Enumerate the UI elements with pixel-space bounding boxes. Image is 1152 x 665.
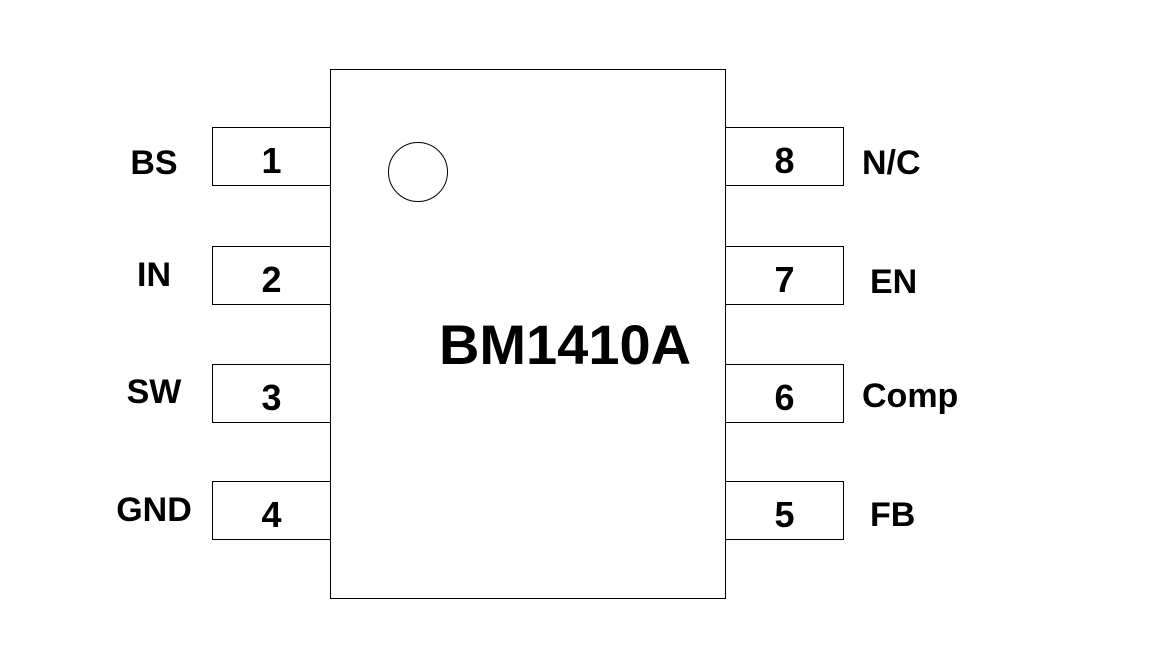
pin-7-label: EN (870, 263, 918, 301)
pin1-indicator-circle (388, 142, 448, 202)
pin-4-label: GND (116, 491, 192, 529)
pin-5-label: FB (870, 496, 916, 534)
pin-3: 3 (212, 364, 330, 423)
chip-name: BM1410A (438, 313, 692, 376)
pin-1-label: BS (130, 144, 178, 182)
pin-2-label: IN (137, 256, 171, 294)
pin-6-label: Comp (862, 377, 959, 415)
pin-5: 5 (726, 481, 844, 540)
pin-4: 4 (212, 481, 330, 540)
pin-1: 1 (212, 127, 330, 186)
pin-3-label: SW (126, 373, 182, 411)
pin-8: 8 (726, 127, 844, 186)
pin-8-label: N/C (862, 144, 921, 182)
pin-7: 7 (726, 246, 844, 305)
pin-2: 2 (212, 246, 330, 305)
pin-6: 6 (726, 364, 844, 423)
